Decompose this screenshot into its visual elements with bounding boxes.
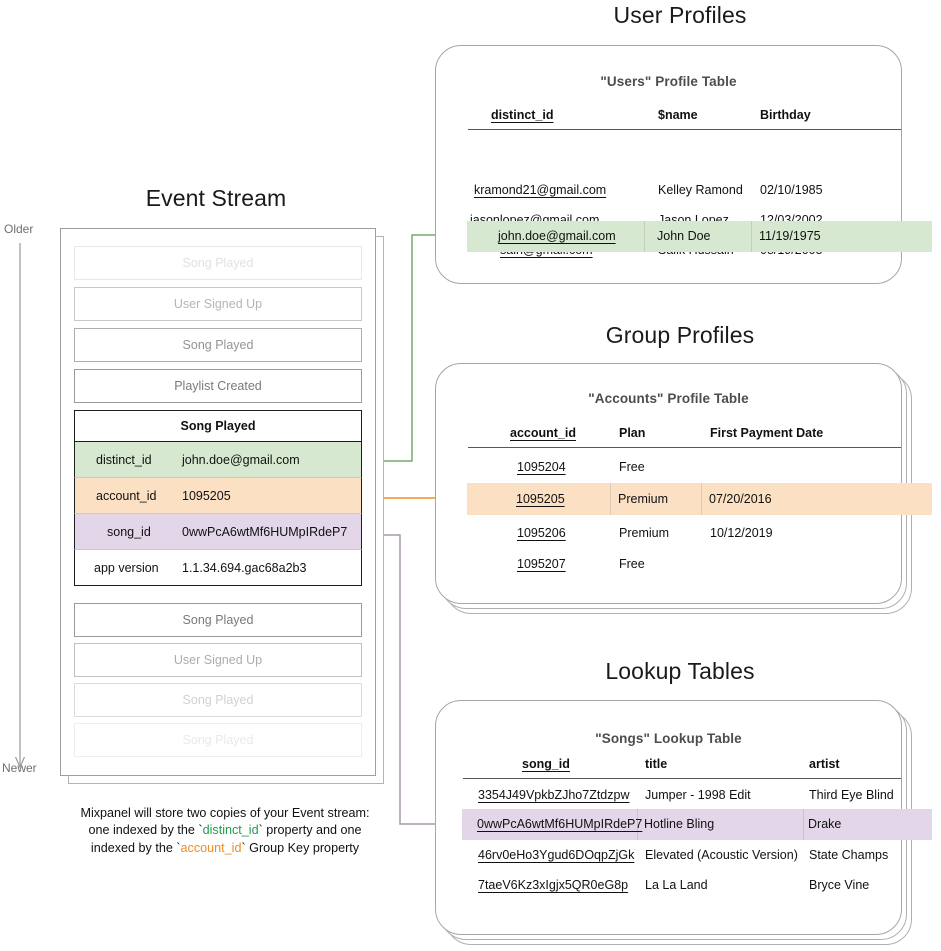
songs-cell-song-id: 7taeV6Kz3xIgjx5QR0eG8p	[478, 878, 629, 892]
users-table-title: "Users" Profile Table	[600, 74, 737, 89]
caption-account-id-key: account_id	[180, 840, 242, 855]
user-profiles-title: User Profiles	[613, 2, 747, 28]
property-value: 0wwPcA6wtMf6HUMpIRdeP7	[182, 525, 348, 539]
songs-header-rule	[463, 778, 901, 780]
accounts-col-header-first-payment-date: First Payment Date	[710, 426, 824, 440]
caption-line-3-pre: indexed by the `	[90, 840, 181, 855]
users-cell-birthday: 02/10/1985	[760, 183, 823, 197]
songs-cell-artist: Drake	[808, 817, 842, 831]
event-box[interactable]: Song Played	[74, 683, 362, 717]
event-box[interactable]: Song Played	[74, 328, 362, 362]
caption-line-2-pre: one indexed by the `	[88, 823, 203, 838]
property-value: 1095205	[182, 489, 231, 503]
column-separator	[610, 483, 611, 515]
accounts-col-header-plan: Plan	[619, 426, 646, 440]
event-property-row-account-id[interactable]: account_id 1095205	[74, 478, 362, 514]
songs-cell-title: Hotline Bling	[644, 817, 715, 831]
accounts-header-rule	[468, 447, 901, 449]
caption: Mixpanel will store two copies of your E…	[40, 805, 410, 857]
column-separator	[644, 221, 645, 252]
songs-cell-title: Elevated (Acoustic Version)	[645, 848, 798, 862]
accounts-cell-account-id: 1095205	[516, 492, 565, 506]
songs-cell-song-id: 3354J49VpkbZJho7Ztdzpw	[478, 788, 630, 802]
accounts-cell-plan: Free	[619, 557, 645, 571]
accounts-col-header-account-id: account_id	[510, 426, 576, 440]
accounts-cell-first-payment-date: 10/12/2019	[710, 526, 773, 540]
users-col-header-distinct-id: distinct_id	[491, 108, 554, 122]
column-separator	[637, 809, 638, 840]
event-property-row-app-version[interactable]: app version 1.1.34.694.gac68a2b3	[74, 550, 362, 586]
accounts-highlighted-row[interactable]: 1095205 Premium 07/20/2016	[467, 483, 932, 515]
users-header-rule	[468, 129, 901, 131]
caption-line-2-post: ` property and one	[258, 823, 362, 838]
accounts-table-title: "Accounts" Profile Table	[588, 391, 749, 406]
accounts-cell-plan: Premium	[619, 526, 670, 540]
property-key: app version	[94, 561, 159, 575]
event-property-row-song-id[interactable]: song_id 0wwPcA6wtMf6HUMpIRdeP7	[74, 514, 362, 550]
songs-highlighted-row[interactable]: 0wwPcA6wtMf6HUMpIRdeP7 Hotline Bling Dra…	[462, 809, 932, 840]
users-highlighted-row[interactable]: john.doe@gmail.com John Doe 11/19/1975	[467, 221, 932, 252]
property-key: account_id	[96, 489, 157, 503]
songs-cell-artist: Bryce Vine	[809, 878, 870, 892]
event-stream-title: Event Stream	[145, 185, 287, 211]
event-box[interactable]: User Signed Up	[74, 643, 362, 677]
property-value: 1.1.34.694.gac68a2b3	[182, 561, 307, 575]
accounts-cell-plan: Premium	[618, 492, 669, 506]
group-profiles-title: Group Profiles	[605, 322, 755, 348]
axis-label-older: Older	[4, 222, 34, 236]
users-card-stack: "Users" Profile Table distinct_id $name …	[435, 45, 935, 285]
accounts-cell-account-id: 1095207	[517, 557, 566, 571]
users-cell-name: John Doe	[657, 229, 711, 243]
songs-cell-song-id: 46rv0eHo3Ygud6DOqpZjGk	[478, 848, 635, 862]
songs-col-header-song-id: song_id	[522, 757, 570, 771]
users-cell-distinct-id: john.doe@gmail.com	[498, 229, 616, 243]
songs-card-stack: "Songs" Lookup Table song_id title artis…	[435, 700, 935, 950]
event-box[interactable]: Playlist Created	[74, 369, 362, 403]
accounts-cell-account-id: 1095206	[517, 526, 566, 540]
accounts-cell-plan: Free	[619, 460, 645, 474]
property-key: distinct_id	[96, 453, 152, 467]
event-property-row-distinct-id[interactable]: distinct_id john.doe@gmail.com	[74, 442, 362, 478]
songs-cell-artist: Third Eye Blind	[809, 788, 894, 802]
caption-line-3-post: ` Group Key property	[241, 840, 360, 855]
accounts-card-stack: "Accounts" Profile Table account_id Plan…	[435, 363, 935, 614]
accounts-cell-first-payment-date: 07/20/2016	[709, 492, 772, 506]
column-separator	[751, 221, 752, 252]
users-col-header-birthday: Birthday	[760, 108, 811, 122]
event-box[interactable]: User Signed Up	[74, 287, 362, 321]
focused-event-header[interactable]: Song Played	[74, 410, 362, 442]
event-stream-card-stack: Song Played User Signed Up Song Played P…	[60, 228, 390, 788]
event-box[interactable]: Song Played	[74, 723, 362, 757]
songs-cell-title: Jumper - 1998 Edit	[645, 788, 751, 802]
axis-label-newer: Newer	[2, 761, 37, 775]
property-value: john.doe@gmail.com	[182, 453, 300, 467]
songs-cell-song-id: 0wwPcA6wtMf6HUMpIRdeP7	[477, 817, 643, 831]
property-key: song_id	[107, 525, 151, 539]
caption-distinct-id-key: distinct_id	[202, 823, 259, 838]
users-cell-distinct-id: kramond21@gmail.com	[474, 183, 607, 197]
users-cell-birthday: 11/19/1975	[759, 229, 821, 243]
accounts-cell-account-id: 1095204	[517, 460, 566, 474]
songs-col-header-title: title	[645, 757, 668, 771]
songs-table-title: "Songs" Lookup Table	[595, 731, 742, 746]
users-cell-name: Kelley Ramond	[658, 183, 743, 197]
songs-cell-title: La La Land	[645, 878, 708, 892]
column-separator	[803, 809, 804, 840]
column-separator	[701, 483, 702, 515]
event-box[interactable]: Song Played	[74, 603, 362, 637]
event-box[interactable]: Song Played	[74, 246, 362, 280]
users-col-header-name: $name	[658, 108, 698, 122]
caption-line-1: Mixpanel will store two copies of your E…	[80, 806, 370, 820]
songs-cell-artist: State Champs	[809, 848, 889, 862]
songs-col-header-artist: artist	[809, 757, 840, 771]
lookup-tables-title: Lookup Tables	[605, 658, 755, 684]
event-stream-card: Song Played User Signed Up Song Played P…	[60, 228, 376, 776]
